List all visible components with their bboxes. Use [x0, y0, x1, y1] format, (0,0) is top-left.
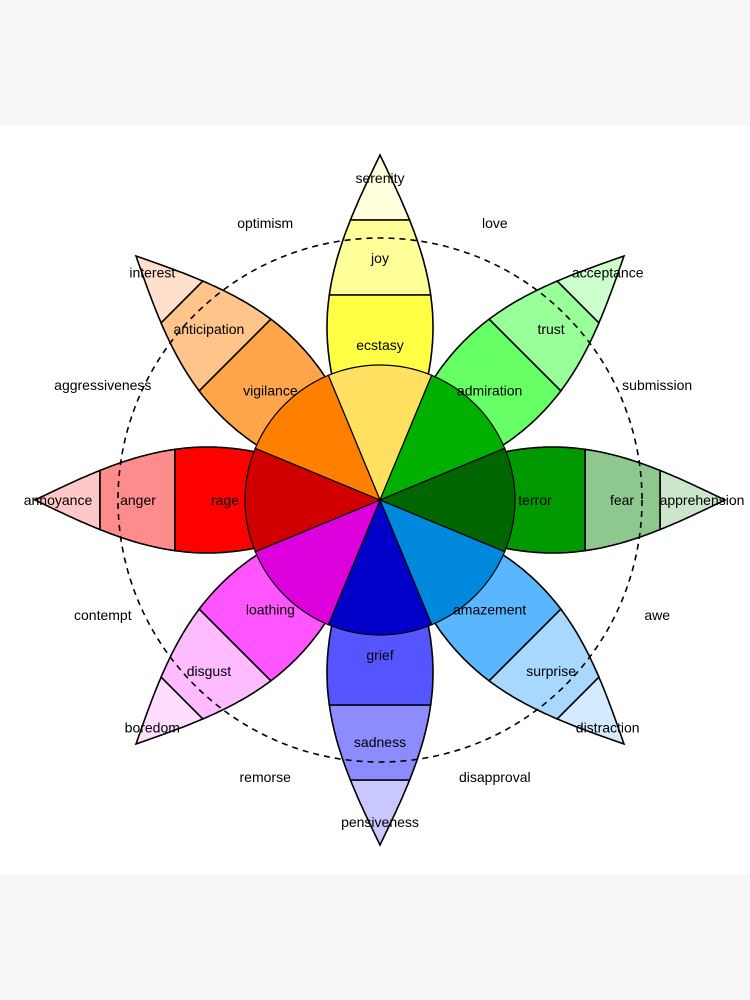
emotion-label: fear — [610, 492, 634, 508]
inner-wedge — [327, 498, 433, 636]
petal-top-left — [134, 254, 327, 447]
petal-band — [659, 469, 727, 531]
emotion-label: pensiveness — [341, 814, 419, 830]
dyad-label: submission — [622, 377, 692, 393]
petal-band — [134, 675, 205, 746]
petal-band — [326, 294, 434, 376]
inner-wedge — [378, 498, 506, 626]
petal-band — [555, 675, 626, 746]
petal-band — [134, 254, 205, 325]
emotion-label: admiration — [457, 382, 522, 398]
petal-band — [198, 553, 327, 682]
petal-band — [487, 607, 600, 720]
petal-band — [160, 280, 273, 393]
petal-top-right — [433, 254, 626, 447]
emotion-label: serenity — [355, 170, 404, 186]
petal-band — [433, 553, 562, 682]
emotion-label: ecstasy — [356, 337, 403, 353]
inner-wedge — [244, 447, 382, 553]
emotion-label: trust — [537, 321, 564, 337]
emotion-label: terror — [518, 492, 552, 508]
dyad-ring — [117, 237, 643, 763]
petal-bottom-left — [134, 553, 327, 746]
emotion-label: loathing — [246, 602, 295, 618]
petal-band — [174, 446, 256, 554]
dyad-label: remorse — [240, 769, 292, 785]
petal-top — [326, 153, 434, 376]
emotion-label: acceptance — [572, 264, 644, 280]
petal-band — [160, 607, 273, 720]
emotion-label: anticipation — [173, 321, 244, 337]
emotion-label: distraction — [576, 720, 640, 736]
petal-band — [33, 469, 101, 531]
plutchik-wheel-canvas: serenity joy ecstasy acceptance trust admirat… — [0, 125, 750, 875]
emotion-label: vigilance — [243, 382, 298, 398]
emotion-label: grief — [366, 647, 393, 663]
petal-band — [349, 779, 411, 847]
emotion-label: sadness — [354, 734, 406, 750]
emotion-wheel: serenity joy ecstasy acceptance trust admirat… — [24, 153, 745, 847]
dyad-label: disapproval — [459, 769, 531, 785]
emotion-label: boredom — [125, 720, 180, 736]
emotion-label: anger — [120, 492, 156, 508]
dyad-label: contempt — [74, 607, 132, 623]
inner-wedge — [254, 374, 382, 502]
emotion-label: interest — [129, 264, 175, 280]
petal-band — [198, 318, 327, 447]
emotion-label: rage — [211, 492, 239, 508]
emotion-label: annoyance — [24, 492, 93, 508]
petal-bottom-right — [433, 553, 626, 746]
petal-band — [487, 280, 600, 393]
dyad-label: aggressiveness — [54, 377, 151, 393]
inner-wedge — [254, 498, 382, 626]
inner-wedge — [327, 364, 433, 502]
emotion-label: disgust — [187, 663, 231, 679]
dyad-label: optimism — [237, 215, 293, 231]
petal-band — [326, 624, 434, 706]
petal-band — [433, 318, 562, 447]
dyad-label: awe — [644, 607, 670, 623]
petal-band — [555, 254, 626, 325]
emotion-label: joy — [370, 250, 389, 266]
inner-wedge — [378, 374, 506, 502]
emotion-label: surprise — [526, 663, 576, 679]
petal-band — [504, 446, 586, 554]
petal-band — [349, 153, 411, 221]
dyad-label: love — [482, 215, 508, 231]
inner-circle — [244, 364, 516, 636]
emotion-label: amazement — [453, 602, 526, 618]
emotion-label: apprehension — [660, 492, 745, 508]
inner-wedge — [378, 447, 516, 553]
